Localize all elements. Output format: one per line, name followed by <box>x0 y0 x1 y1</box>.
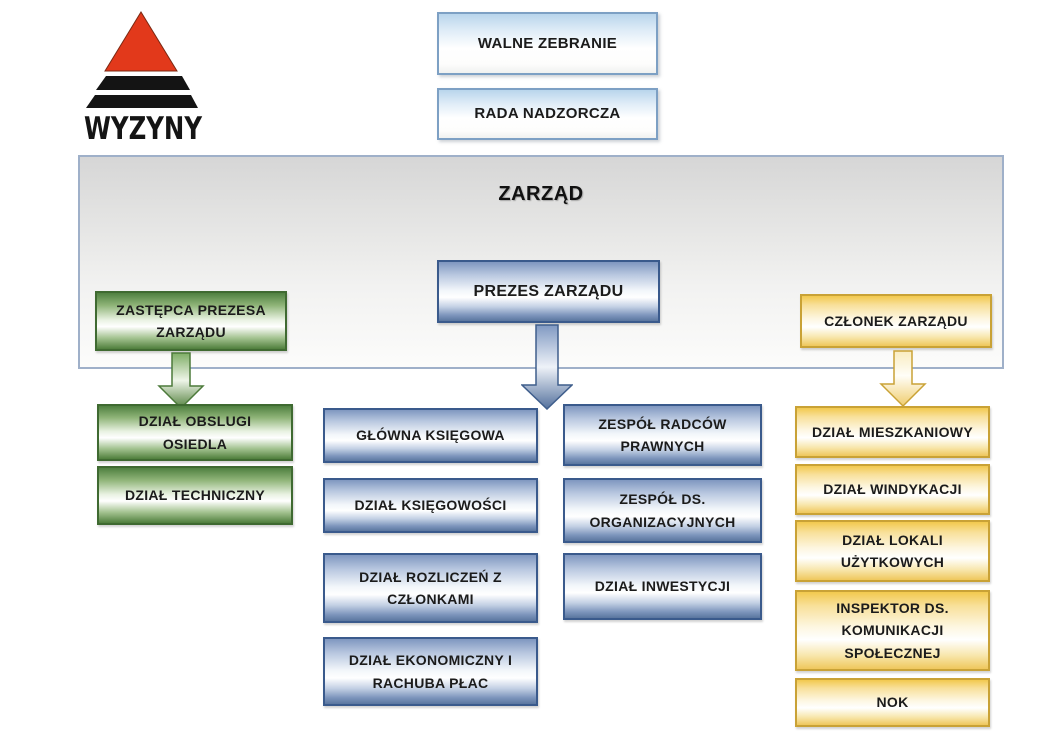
logo-triangle-icon <box>104 11 178 72</box>
dept-label: ZESPÓŁ RADCÓW PRAWNYCH <box>598 415 727 454</box>
dept-glowna-ksiegowa: GŁÓWNA KSIĘGOWA <box>323 408 538 463</box>
dept-dzial-ksiegowosci: DZIAŁ KSIĘGOWOŚCI <box>323 478 538 533</box>
wyzyny-logo: WYZYNY <box>84 11 202 147</box>
dept-label: DZIAŁ LOKALI UŻYTKOWYCH <box>840 531 945 570</box>
dept-dzial-techniczny: DZIAŁ TECHNICZNY <box>97 466 293 525</box>
logo-stripe1-icon <box>96 76 190 90</box>
prezes-zarzadu-box: PREZES ZARZĄDU <box>437 260 660 323</box>
dept-label: NOK <box>876 694 909 711</box>
blue-down-arrow-icon <box>521 324 573 410</box>
walne-zebranie-label: WALNE ZEBRANIE <box>477 34 618 52</box>
walne-zebranie-box: WALNE ZEBRANIE <box>437 12 658 75</box>
dept-label: DZIAŁ EKONOMICZNY I RACHUBA PŁAC <box>348 652 513 691</box>
dept-label: DZIAŁ ROZLICZEŃ Z CZŁONKAMI <box>359 568 502 607</box>
dept-nok: NOK <box>795 678 990 727</box>
zastepca-prezesa-label: ZASTĘPCA PREZESA ZARZĄDU <box>116 301 266 340</box>
rada-nadzorcza-box: RADA NADZORCZA <box>437 88 658 140</box>
zastepca-prezesa-box: ZASTĘPCA PREZESA ZARZĄDU <box>95 291 287 351</box>
dept-zespol-radcow-prawnych: ZESPÓŁ RADCÓW PRAWNYCH <box>563 404 762 466</box>
dept-label: ZESPÓŁ DS. ORGANIZACYJNYCH <box>589 491 736 530</box>
dept-dzial-inwestycji: DZIAŁ INWESTYCJI <box>563 553 762 620</box>
dept-label: DZIAŁ KSIĘGOWOŚCI <box>354 497 507 514</box>
prezes-zarzadu-label: PREZES ZARZĄDU <box>473 282 624 300</box>
logo-stripe2-icon <box>86 95 198 108</box>
dept-label: DZIAŁ INWESTYCJI <box>594 578 731 595</box>
dept-zespol-ds-organizacyjnych: ZESPÓŁ DS. ORGANIZACYJNYCH <box>563 478 762 543</box>
czlonek-zarzadu-box: CZŁONEK ZARZĄDU <box>800 294 992 348</box>
green-down-arrow-icon <box>157 352 205 410</box>
dept-dzial-lokali-uzytkowych: DZIAŁ LOKALI UŻYTKOWYCH <box>795 520 990 582</box>
yellow-down-arrow-icon <box>879 350 927 408</box>
dept-dzial-mieszkaniowy: DZIAŁ MIESZKANIOWY <box>795 406 990 458</box>
dept-label: DZIAŁ TECHNICZNY <box>124 487 266 504</box>
dept-label: DZIAŁ OBSLUGI OSIEDLA <box>138 413 252 452</box>
dept-dzial-rozliczen-z-czlonkami: DZIAŁ ROZLICZEŃ Z CZŁONKAMI <box>323 553 538 623</box>
zarzad-title: ZARZĄD <box>498 183 584 205</box>
dept-label: DZIAŁ MIESZKANIOWY <box>812 423 973 440</box>
rada-nadzorcza-label: RADA NADZORCZA <box>474 105 621 122</box>
dept-dzial-obslugi-osiedla: DZIAŁ OBSLUGI OSIEDLA <box>97 404 293 461</box>
dept-label: DZIAŁ WINDYKACJI <box>823 481 962 498</box>
logo-wordmark: WYZYNY <box>84 111 202 147</box>
dept-dzial-windykacji: DZIAŁ WINDYKACJI <box>795 464 990 515</box>
dept-dzial-ekonomiczny-rachuba-plac: DZIAŁ EKONOMICZNY I RACHUBA PŁAC <box>323 637 538 706</box>
dept-label: GŁÓWNA KSIĘGOWA <box>356 427 505 444</box>
dept-inspektor-ds-komunikacji-spolecznej: INSPEKTOR DS. KOMUNIKACJI SPOŁECZNEJ <box>795 590 990 671</box>
dept-label: INSPEKTOR DS. KOMUNIKACJI SPOŁECZNEJ <box>836 599 949 661</box>
czlonek-zarzadu-label: CZŁONEK ZARZĄDU <box>824 312 968 329</box>
